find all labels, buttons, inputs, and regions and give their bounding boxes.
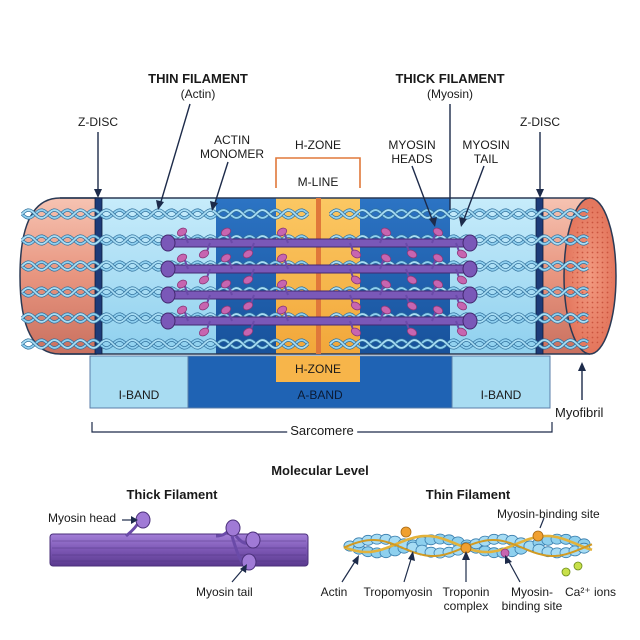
troponin-label-2: complex <box>443 599 489 613</box>
i-band-left-region <box>96 198 216 354</box>
molecular-thin-title: Thin Filament <box>425 487 511 502</box>
myosin-heads-label-1: MYOSIN <box>388 138 436 152</box>
h-zone-strip <box>276 356 360 382</box>
myofibril-label: Myofibril <box>555 405 604 420</box>
z-disc-left-label: Z-DISC <box>78 115 118 129</box>
molecular-thick-title: Thick Filament <box>126 487 218 502</box>
actin-strand <box>20 338 310 350</box>
band-strip <box>89 355 551 409</box>
thin-filament-title: THIN FILAMENT <box>148 71 248 86</box>
actin-strand <box>20 208 310 220</box>
i-band-right-strip <box>451 355 551 409</box>
i-band-left-strip <box>89 355 189 409</box>
molecular-thick-filament <box>49 511 309 571</box>
myosin-filament <box>160 305 478 337</box>
myofibril-cylinder <box>19 197 617 355</box>
a-band-label: A-BAND <box>297 388 343 402</box>
actin-strand <box>328 338 589 350</box>
i-band-left-label: I-BAND <box>118 388 160 402</box>
actin-monomer-label-1: ACTIN <box>214 133 250 147</box>
myosin-head-label: Myosin head <box>48 511 117 525</box>
myosin-filament <box>160 279 478 311</box>
myosin-tail-label-1: MYOSIN <box>462 138 510 152</box>
m-line-label: M-LINE <box>297 175 339 189</box>
tropomyosin-label: Tropomyosin <box>363 585 433 599</box>
molecular-thin-filament <box>343 526 593 559</box>
z-disc-left-bar <box>94 197 103 355</box>
troponin-label-1: Troponin <box>442 585 490 599</box>
thin-filament-subtitle: (Actin) <box>180 87 216 101</box>
binding-site-label-1: Myosin- <box>510 585 554 599</box>
myosin-tail-label-2: TAIL <box>473 152 499 166</box>
h-zone-top-label: H-ZONE <box>295 138 341 152</box>
thick-filaments <box>160 227 478 337</box>
h-zone-bracket <box>275 157 361 188</box>
i-band-right-label: I-BAND <box>480 388 522 402</box>
m-line <box>316 198 321 354</box>
myosin-filament <box>160 227 478 259</box>
sarcomere-label: Sarcomere <box>287 424 357 437</box>
leader-lines <box>94 103 586 400</box>
h-zone-bottom-label: H-ZONE <box>295 362 341 376</box>
z-disc-right-label: Z-DISC <box>520 115 560 129</box>
i-band-right-region-fill <box>450 198 540 354</box>
binding-site-top-label: Myosin-binding site <box>497 507 600 521</box>
myosin-heads-label-2: HEADS <box>391 152 433 166</box>
z-disc-right-bar <box>535 197 544 355</box>
cylinder-left-end <box>19 197 97 355</box>
calcium-ions <box>561 561 583 577</box>
actin-monomer-label-2: MONOMER <box>200 147 264 161</box>
myosin-tail-molecular-label: Myosin tail <box>196 585 253 599</box>
thick-filament-subtitle: (Myosin) <box>426 87 474 101</box>
thick-filament-title: THICK FILAMENT <box>395 71 505 86</box>
binding-site-label-2: binding site <box>501 599 563 613</box>
myosin-filament <box>160 253 478 285</box>
actin-label: Actin <box>320 585 348 599</box>
actin-strand <box>328 208 589 220</box>
molecular-level-title: Molecular Level <box>271 463 369 478</box>
ca-ions-label: Ca²⁺ ions <box>565 585 617 599</box>
molecular-leader-lines <box>122 516 545 583</box>
